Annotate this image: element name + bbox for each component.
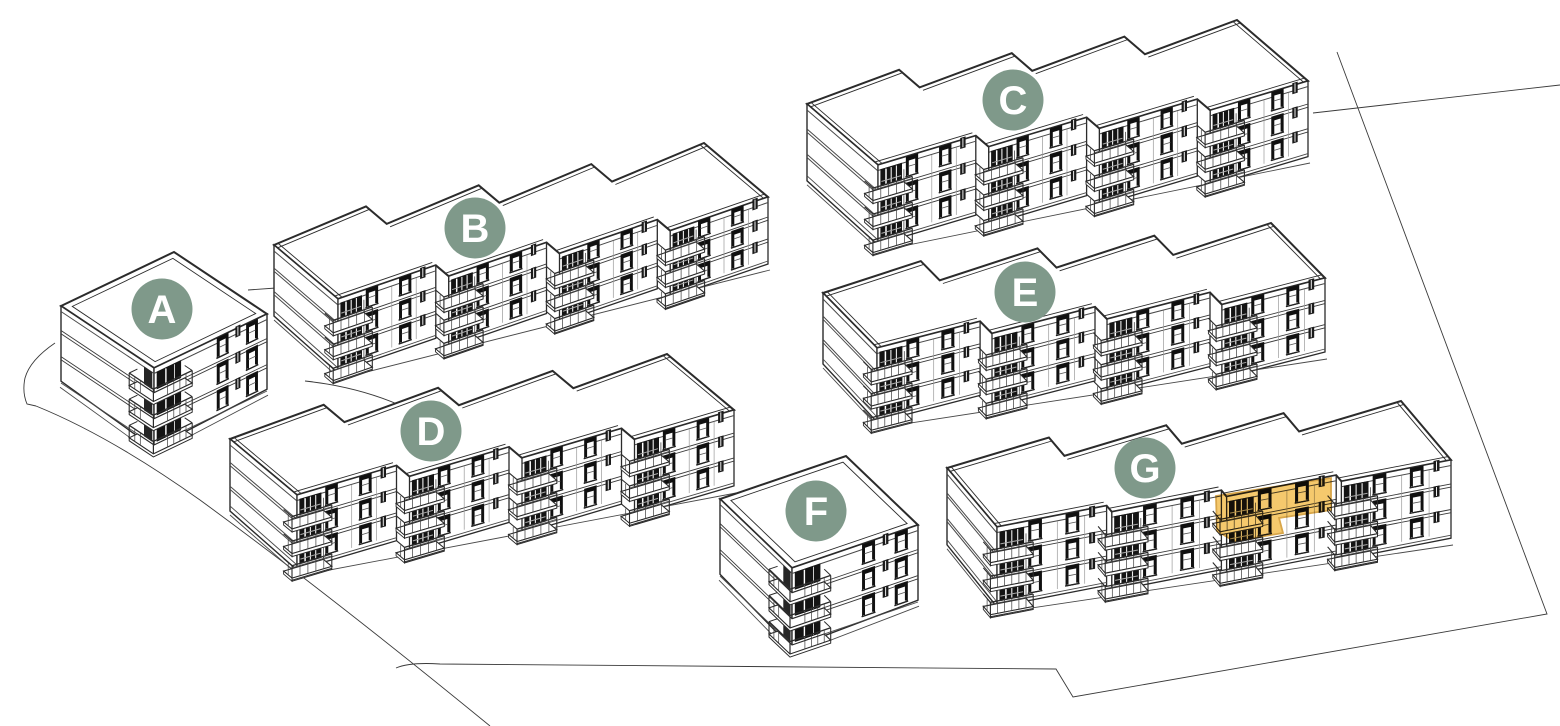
- svg-text:B: B: [461, 207, 490, 251]
- svg-text:E: E: [1012, 271, 1039, 315]
- svg-text:G: G: [1129, 447, 1160, 491]
- svg-text:A: A: [148, 288, 177, 332]
- svg-text:C: C: [999, 79, 1028, 123]
- svg-text:D: D: [417, 410, 446, 454]
- svg-text:F: F: [804, 490, 828, 534]
